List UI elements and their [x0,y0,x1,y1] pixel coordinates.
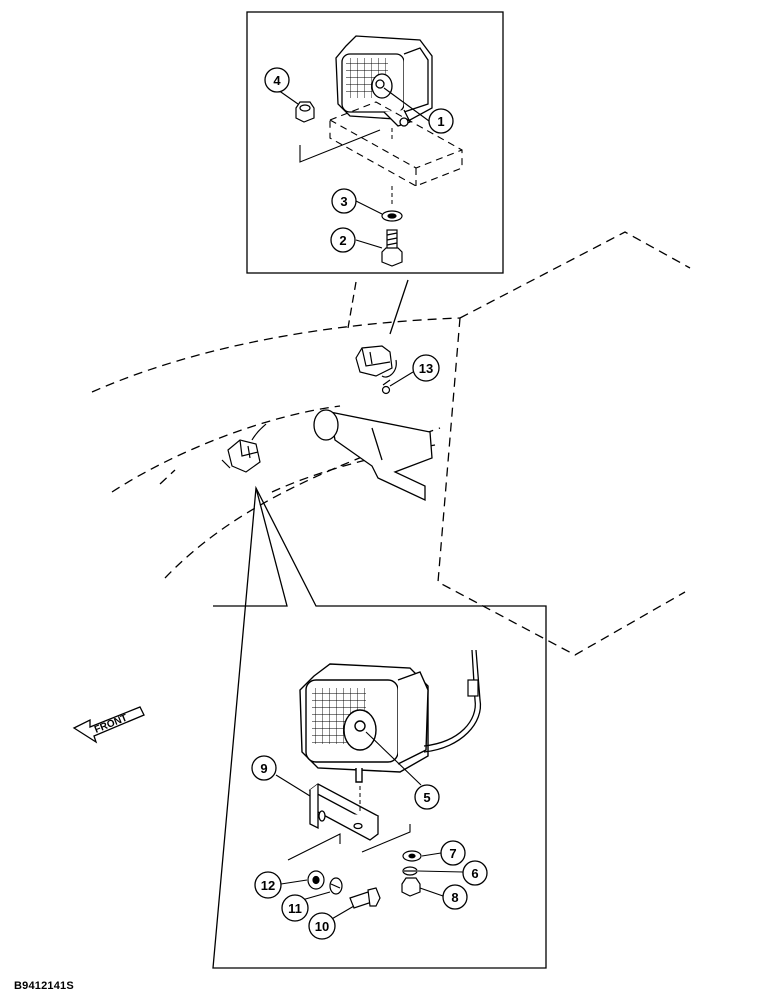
callout-3-label: 3 [340,194,347,209]
callout-6: 6 [462,860,488,886]
callout-13: 13 [412,354,440,382]
bottom-bracket-leader [287,824,411,861]
callout-11: 11 [281,894,309,922]
callout-7-label: 7 [449,846,456,861]
bottom-hardware [307,850,422,909]
figure-reference-code: B9412141S [14,980,74,992]
callout-6-label: 6 [471,866,478,881]
callout-5: 5 [414,784,440,810]
callout-10: 10 [308,912,336,940]
callout-9-label: 9 [260,761,267,776]
lamp-cable [423,649,476,747]
callout-2: 2 [330,227,356,253]
boom-arm [313,409,433,502]
machine-outline [91,231,691,656]
bottom-detail-frame [212,485,547,969]
callout-10-label: 10 [315,919,329,934]
front-arrow: FRONT [72,706,145,744]
callout-leaders [275,87,464,921]
side-lamp-mounted [221,423,267,473]
work-lamp-bottom [299,663,429,783]
cable-connector [467,679,479,697]
callout-1: 1 [428,108,454,134]
callout-9: 9 [251,755,277,781]
callout-1-label: 1 [437,114,444,129]
callout-13-label: 13 [419,361,433,376]
callout-2-label: 2 [339,233,346,248]
bottom-mount-bracket [308,783,380,841]
top-hardware [295,101,403,267]
callout-12: 12 [254,871,282,899]
front-label: FRONT [93,713,129,736]
callout-7: 7 [440,840,466,866]
callout-4: 4 [264,67,290,93]
callout-3: 3 [331,188,357,214]
work-lamp-top [335,35,433,127]
top-mount-bracket [329,101,463,187]
callout-5-label: 5 [423,790,430,805]
callout-8-label: 8 [451,890,458,905]
callout-4-label: 4 [273,73,281,88]
cab-lamp-mounted [355,345,397,395]
top-detail-frame [246,11,504,335]
top-bracket-leader [299,129,381,163]
callout-8: 8 [442,884,468,910]
callout-12-label: 12 [261,878,275,893]
lamp-cable-2 [423,649,482,753]
callout-11-label: 11 [288,901,302,916]
